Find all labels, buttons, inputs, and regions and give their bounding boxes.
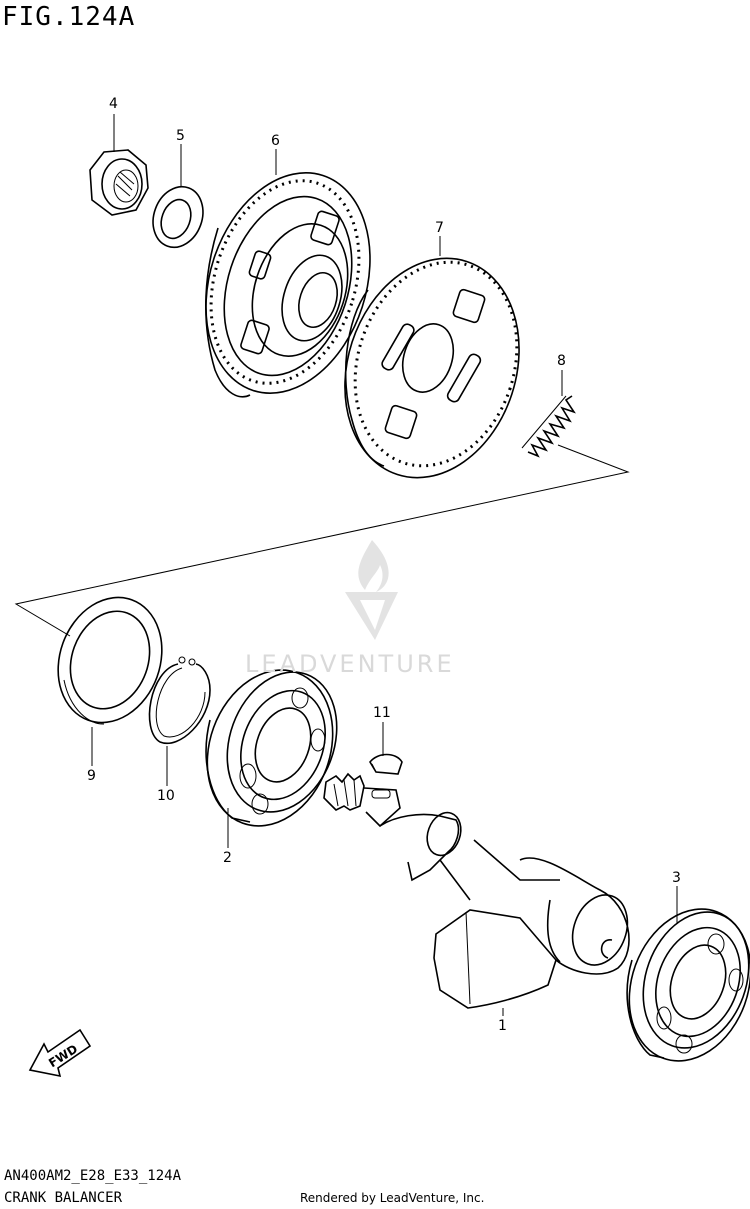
- watermark-text: LEADVENTURE: [245, 650, 455, 678]
- callout-6: 6: [271, 133, 280, 149]
- part-7-gear-plate[interactable]: [318, 236, 547, 501]
- callout-4: 4: [109, 96, 118, 112]
- callout-10: 10: [157, 788, 175, 804]
- callout-7: 7: [435, 220, 444, 236]
- callout-11: 11: [373, 705, 391, 721]
- figure-title: FIG.124A: [2, 2, 136, 32]
- part-1-balancer-shaft[interactable]: [323, 772, 637, 1009]
- part-9-washer[interactable]: [41, 583, 179, 737]
- callout-9: 9: [87, 768, 96, 784]
- callout-2: 2: [223, 850, 232, 866]
- part-11-key[interactable]: [369, 753, 403, 775]
- callout-5: 5: [176, 128, 185, 144]
- fwd-label: FWD: [46, 1042, 80, 1071]
- part-2-bearing[interactable]: [186, 652, 355, 843]
- part-4-nut[interactable]: [89, 149, 149, 216]
- callout-1: 1: [498, 1018, 507, 1034]
- part-6-driven-gear[interactable]: [179, 151, 397, 414]
- render-credit: Rendered by LeadVenture, Inc.: [300, 1191, 485, 1205]
- assembly-guide-lines: [14, 444, 630, 637]
- callout-3: 3: [672, 870, 681, 886]
- leader-lines: [91, 114, 678, 1016]
- callout-labels: 4 5 6 7 8 11 9 10 2 3 1: [87, 96, 681, 1034]
- part-10-circlip[interactable]: [148, 656, 211, 745]
- fwd-arrow-icon: FWD: [28, 1028, 92, 1078]
- flame-v-logo-icon: [345, 540, 398, 640]
- callout-8: 8: [557, 353, 566, 369]
- part-8-spring[interactable]: [521, 395, 576, 458]
- part-5-washer[interactable]: [145, 180, 211, 255]
- section-name: CRANK BALANCER: [4, 1190, 123, 1206]
- model-code: AN400AM2_E28_E33_124A: [4, 1168, 182, 1184]
- part-3-bearing[interactable]: [609, 892, 750, 1078]
